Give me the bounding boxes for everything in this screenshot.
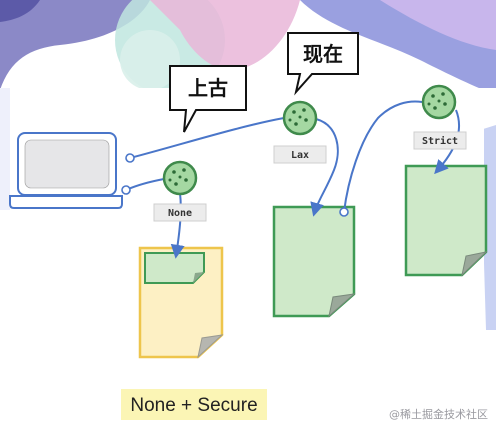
tag-lax-text: Lax: [291, 150, 309, 161]
background-decoration: [0, 0, 496, 330]
arrow-lax-cookie-to-page: [310, 118, 339, 217]
tag-none: None: [153, 203, 207, 222]
arrow-page-to-strict-cookie: [343, 100, 423, 213]
caption-text: None + Secure: [130, 395, 257, 416]
tag-none-text: None: [168, 208, 192, 219]
lax-page: [272, 205, 356, 318]
tag-lax: Lax: [273, 145, 327, 164]
bubble-past: 上古: [169, 65, 247, 133]
cookie-lax-icon: [282, 100, 318, 136]
laptop-icon: [9, 132, 123, 209]
embedded-frame: [144, 252, 205, 284]
strict-page: [404, 164, 488, 277]
tag-strict: Strict: [413, 131, 467, 150]
tag-strict-text: Strict: [422, 135, 458, 147]
endpoint-dot: [339, 207, 349, 217]
endpoint-dot: [121, 185, 131, 195]
cookie-strict-icon: [421, 84, 457, 120]
watermark: @稀土掘金技术社区: [389, 407, 488, 421]
arrow-laptop-to-lax-cookie: [129, 117, 285, 159]
bubble-now: 现在: [287, 32, 359, 96]
cookie-none-icon: [162, 160, 198, 196]
caption: None + Secure: [121, 389, 267, 420]
bubble-past-text: 上古: [188, 76, 228, 100]
bubble-now-text: 现在: [303, 42, 343, 66]
endpoint-dot: [125, 153, 135, 163]
